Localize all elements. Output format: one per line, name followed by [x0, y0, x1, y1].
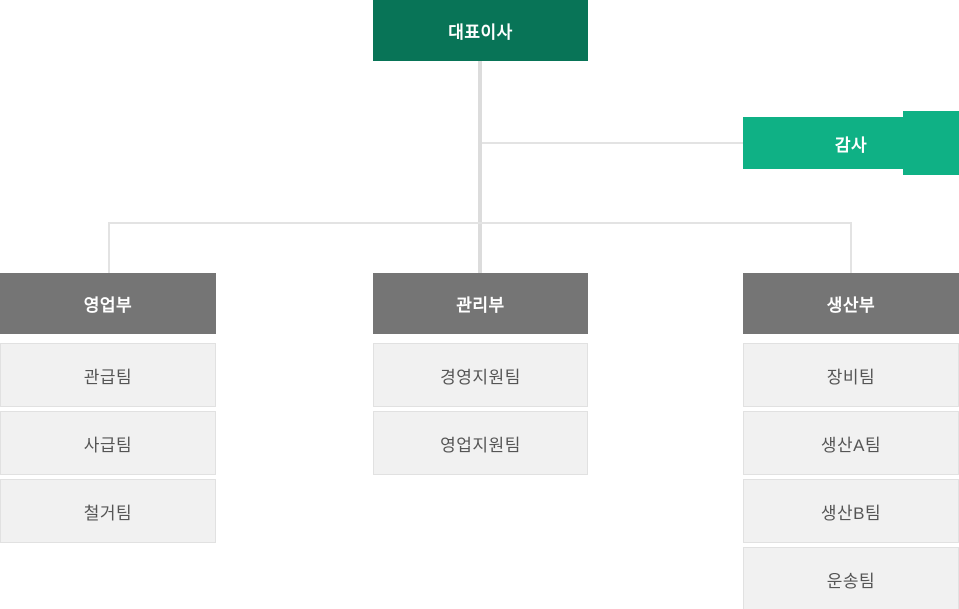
ceo-box: 대표이사 — [373, 0, 588, 61]
department-column-sales: 영업부 관급팀 사급팀 철거팀 — [0, 273, 216, 543]
department-column-management: 관리부 경영지원팀 영업지원팀 — [373, 273, 588, 475]
team-box: 생산A팀 — [743, 411, 959, 475]
auditor-label: 감사 — [834, 135, 868, 155]
team-box: 관급팀 — [0, 343, 216, 407]
connector-sales-drop — [108, 222, 110, 273]
connector-ceo-vertical — [478, 61, 482, 273]
ceo-label: 대표이사 — [448, 23, 513, 42]
team-box: 장비팀 — [743, 343, 959, 407]
team-box: 운송팀 — [743, 547, 959, 609]
connector-departments-horizontal — [108, 222, 852, 224]
dept-box-sales: 영업부 — [0, 273, 216, 334]
connector-auditor-branch — [482, 142, 743, 144]
dept-box-production: 생산부 — [743, 273, 959, 334]
team-box: 사급팀 — [0, 411, 216, 475]
team-box: 철거팀 — [0, 479, 216, 543]
team-box: 경영지원팀 — [373, 343, 588, 407]
connector-production-drop — [850, 222, 852, 273]
team-box: 생산B팀 — [743, 479, 959, 543]
dept-box-management: 관리부 — [373, 273, 588, 334]
department-column-production: 생산부 장비팀 생산A팀 생산B팀 운송팀 — [743, 273, 959, 609]
auditor-box: 감사 — [743, 117, 959, 169]
team-box: 영업지원팀 — [373, 411, 588, 475]
